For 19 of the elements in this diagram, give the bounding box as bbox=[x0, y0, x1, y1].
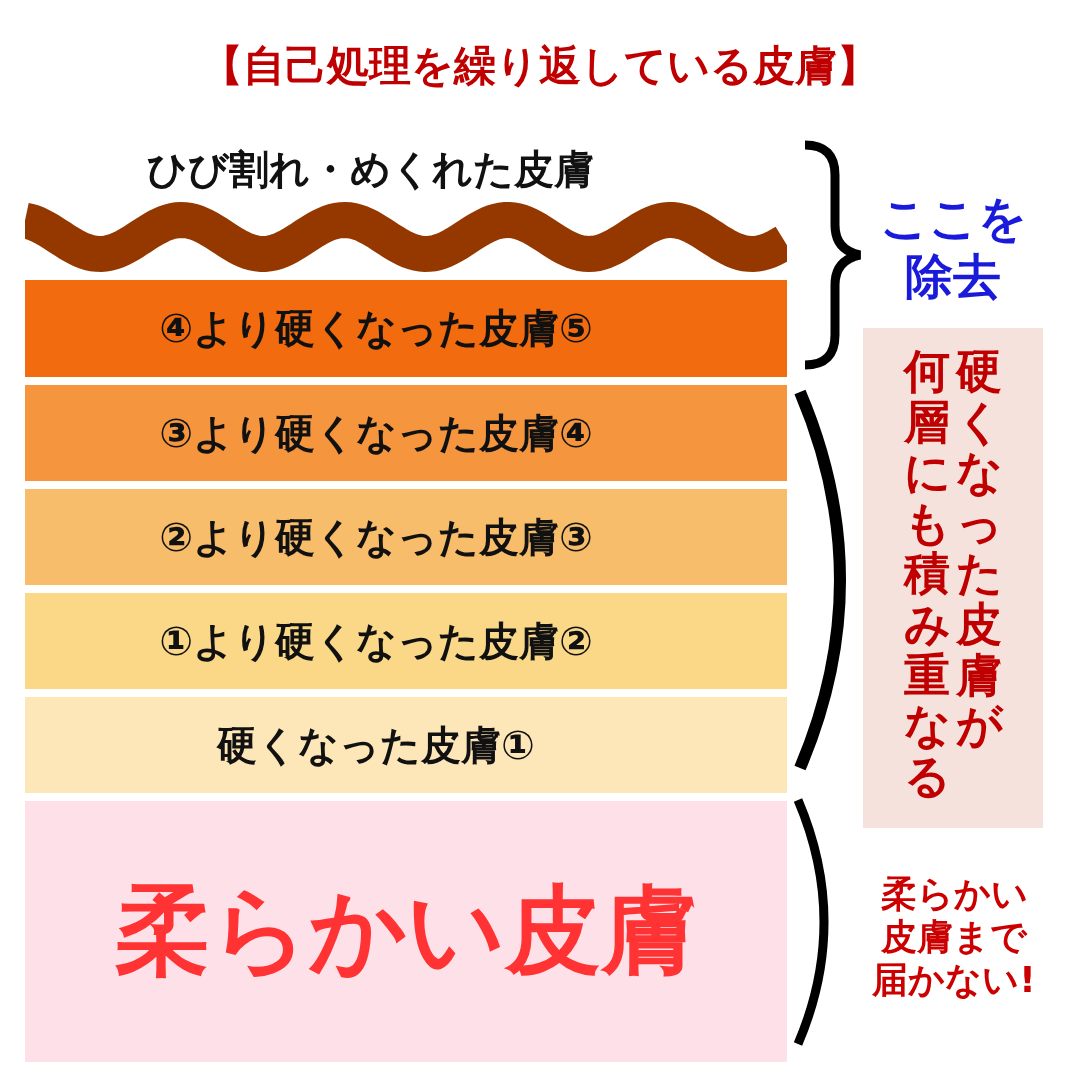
skin-layer-band bbox=[25, 593, 787, 689]
soft-skin-layer bbox=[25, 801, 787, 1062]
layer-heading: ひび割れ・めくれた皮膚 bbox=[145, 145, 595, 194]
skin-layer-band bbox=[25, 489, 787, 585]
warning-note: 柔らかい皮膚まで届かない! bbox=[872, 872, 1036, 1002]
skin-layer-band bbox=[25, 385, 787, 481]
layer-label: ④より硬くなった皮膚⑤ bbox=[159, 304, 593, 353]
vertical-text: 硬くなった皮膚が bbox=[956, 346, 1002, 755]
remove-here-note: ここを除去 bbox=[878, 190, 1028, 306]
note-panel bbox=[863, 328, 1043, 828]
vertical-text: 何層にも積み重なる bbox=[904, 346, 950, 802]
layer-label: 硬くなった皮膚① bbox=[217, 720, 535, 770]
layer-label: ③より硬くなった皮膚④ bbox=[159, 408, 593, 458]
layer-title: 柔らかい皮膚 bbox=[115, 872, 697, 988]
layer-label: ①より硬くなった皮膚② bbox=[159, 616, 593, 666]
skin-layer-band bbox=[25, 697, 787, 793]
title: 【自己処理を繰り返している皮膚】 bbox=[200, 40, 880, 92]
skin-layer-band bbox=[25, 280, 787, 377]
layer-label: ②より硬くなった皮膚③ bbox=[159, 512, 593, 562]
